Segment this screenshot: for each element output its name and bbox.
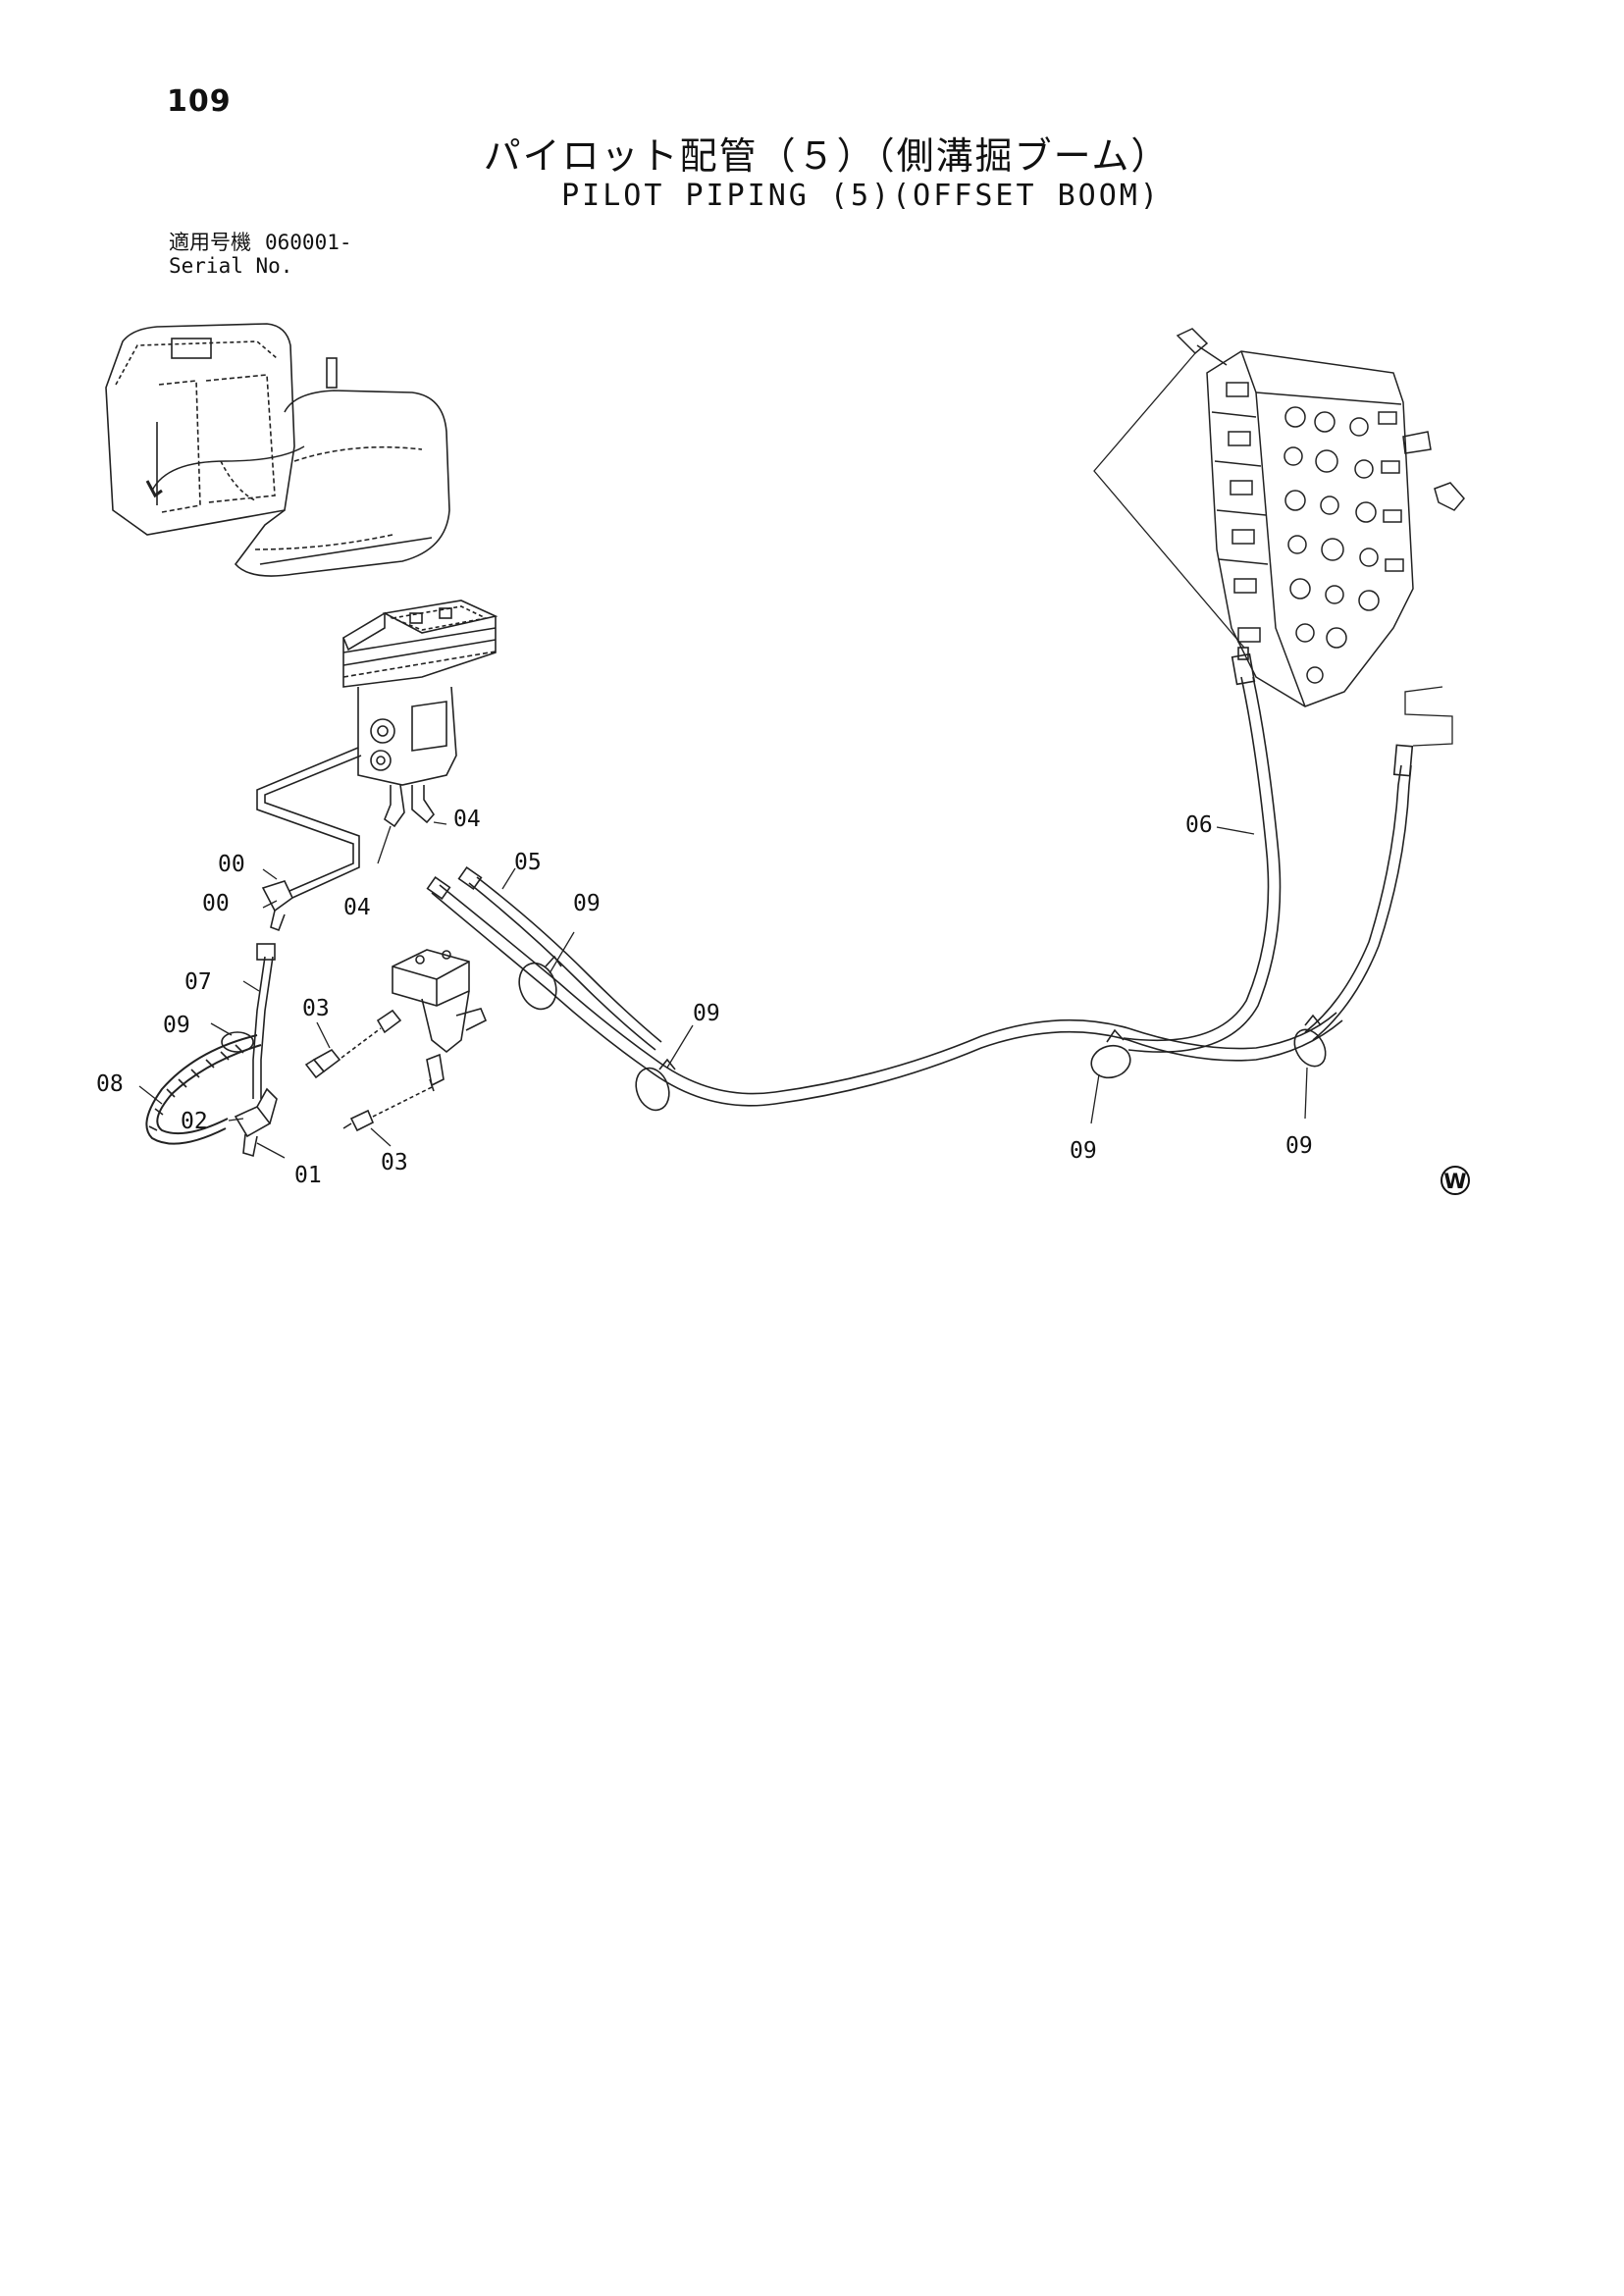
callout-07: 07 [184,969,212,995]
w-mark-letter: W [1443,1170,1466,1193]
callout-04-left: 04 [343,895,371,920]
callout-06: 06 [1185,812,1213,838]
serial-block: 適用号機 060001- Serial No. [169,231,352,278]
callout-03-upper: 03 [302,996,330,1021]
callout-09-hose: 09 [163,1013,190,1038]
pilot-hose-right [1304,686,1453,1041]
callout-08: 08 [96,1071,124,1097]
clamps-09 [518,955,1327,1112]
serial-row-jp: 適用号機 060001- [169,231,352,254]
excavator-body-illustration [105,323,450,577]
w-mark: W [1441,1166,1470,1195]
serial-label-en: Serial No. [169,254,293,278]
pilot-valve-illustration [341,600,498,828]
selector-valve-illustration [304,949,488,1132]
callout-02: 02 [181,1109,208,1134]
page-number: 109 [167,84,232,119]
callout-03-lower: 03 [381,1150,408,1175]
valve-port-pattern [1226,382,1404,684]
control-valve-illustration [1093,328,1465,707]
leader-lines [138,821,1308,1159]
pilot-hose-06 [1123,647,1282,1053]
serial-value: 060001- [265,231,352,254]
pilot-hose-05 [426,865,1343,1107]
callout-09-middle: 09 [693,1001,720,1026]
callout-00-upper: 00 [218,852,245,877]
callout-05: 05 [514,850,542,875]
return-line [256,747,362,899]
callout-09-far-right: 09 [1285,1133,1313,1159]
callout-09-upper: 09 [573,891,601,916]
page-title-english: PILOT PIPING (5)(OFFSET BOOM) [561,179,1161,213]
left-hose-group [145,880,294,1158]
serial-label-jp: 適用号機 [169,231,251,254]
callout-04-right: 04 [453,807,481,832]
callout-01: 01 [294,1163,322,1188]
callout-00-lower: 00 [202,891,230,916]
page-title-japanese: パイロット配管（５）（側溝掘ブーム） [483,134,1171,178]
callout-09-right: 09 [1070,1138,1097,1164]
